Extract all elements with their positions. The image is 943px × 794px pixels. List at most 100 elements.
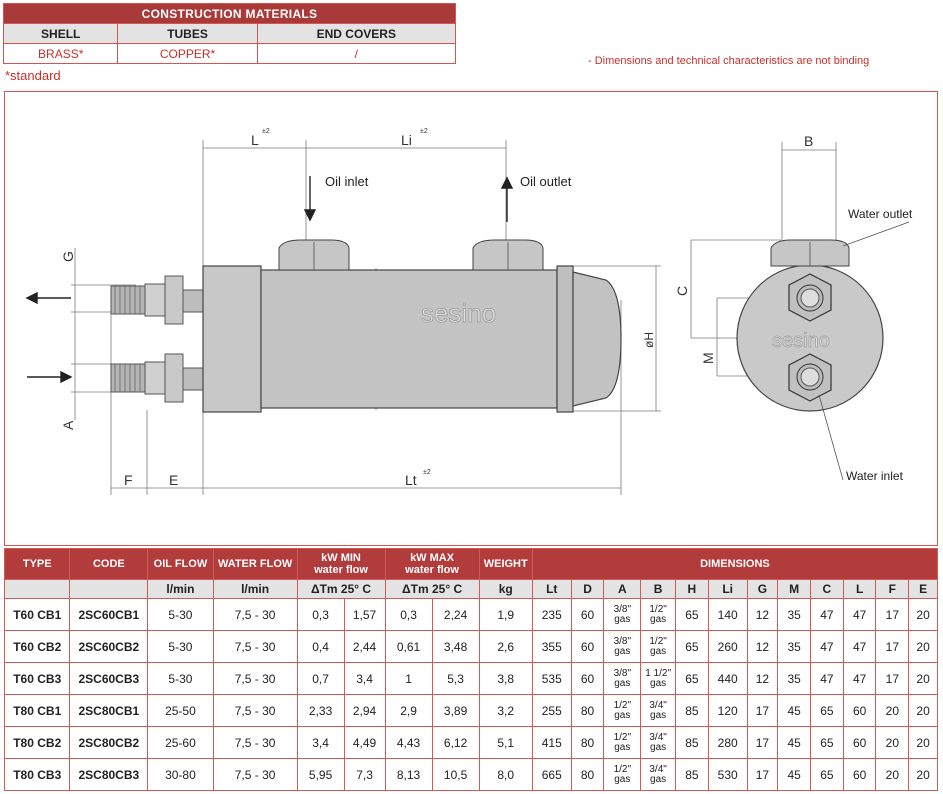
cell-E: 20 (908, 758, 938, 791)
cell-B-size: 3/4" (649, 731, 667, 743)
cell-D: 80 (570, 694, 605, 727)
dim-col-Lt: Lt (531, 579, 572, 599)
cell-A-size: 1/2" (613, 699, 632, 711)
cell-oil: 5-30 (147, 662, 214, 695)
cell-code: 2SC60CB1 (69, 598, 149, 631)
cell-Li: 140 (707, 598, 748, 631)
cell-type: T60 CB2 (3, 630, 71, 663)
cell-M: 35 (777, 662, 812, 695)
cell-G: 17 (746, 758, 779, 791)
cell-C: 65 (810, 726, 844, 759)
unit-kw-max: ΔTm 25° C (384, 579, 480, 599)
exchanger-side-view: sesino (110, 239, 622, 413)
cell-A: 1/2"gas (603, 758, 642, 791)
cell-L: 60 (842, 726, 877, 759)
cell-Li: 260 (707, 630, 748, 663)
cell-code: 2SC60CB2 (69, 630, 149, 663)
cell-kmin2: 4,49 (343, 726, 386, 759)
dim-col-H: H (675, 579, 709, 599)
cell-B-size: 3/4" (649, 699, 667, 711)
unit-kw-min: ΔTm 25° C (296, 579, 386, 599)
cell-A-unit: gas (614, 709, 631, 721)
unit-water-flow: l/min (212, 579, 298, 599)
unit-weight: kg (478, 579, 533, 599)
dim-label-A: A (60, 420, 76, 430)
cell-type: T80 CB2 (3, 726, 71, 759)
cell-B: 1/2"gas (640, 598, 676, 631)
dim-label-Li: Li (401, 132, 412, 148)
cell-G: 12 (746, 630, 779, 663)
cell-code: 2SC60CB3 (69, 662, 149, 695)
header-water-flow: WATER FLOW (212, 548, 298, 580)
cell-A: 3/8"gas (603, 598, 642, 631)
cell-G: 12 (746, 662, 779, 695)
materials-value-end-covers: / (256, 43, 457, 64)
cell-kmin1: 0,7 (296, 662, 345, 695)
cell-D: 60 (570, 598, 605, 631)
cell-weight: 5,1 (478, 726, 533, 759)
dim-tol-Lt: ±2 (423, 469, 431, 476)
cell-E: 20 (908, 598, 938, 631)
cell-weight: 2,6 (478, 630, 533, 663)
cell-A: 3/8"gas (603, 630, 642, 663)
cell-M: 35 (777, 598, 812, 631)
dim-label-Lt: Lt (405, 472, 417, 488)
cell-type: T80 CB3 (3, 758, 71, 791)
water-inlet-label: Water inlet (846, 469, 904, 483)
cell-E: 20 (908, 630, 938, 663)
cell-L: 60 (842, 694, 877, 727)
cell-water: 7,5 - 30 (212, 694, 298, 727)
cell-code: 2SC80CB2 (69, 726, 149, 759)
cell-M: 45 (777, 726, 812, 759)
dim-col-B: B (640, 579, 676, 599)
cell-water: 7,5 - 30 (212, 630, 298, 663)
dim-col-E: E (908, 579, 938, 599)
cell-B-unit: gas (650, 741, 667, 753)
cell-C: 47 (810, 662, 844, 695)
cell-water: 7,5 - 30 (212, 758, 298, 791)
cell-F: 20 (875, 694, 910, 727)
cell-B-size: 1 1/2" (645, 667, 671, 679)
construction-materials-table: CONSTRUCTION MATERIALS SHELL TUBES END C… (2, 3, 457, 64)
cell-F: 17 (875, 662, 910, 695)
technical-drawing: L ±2 Li ±2 Lt ±2 F E B G A øD øH C M (25, 128, 913, 495)
materials-value-shell: BRASS* (2, 43, 119, 64)
header-type: TYPE (3, 548, 71, 580)
cell-G: 12 (746, 598, 779, 631)
dim-col-D: D (570, 579, 605, 599)
cell-weight: 8,0 (478, 758, 533, 791)
materials-value-tubes: COPPER* (117, 43, 258, 64)
oil-flow-arrows (303, 176, 514, 222)
standard-footnote: *standard (5, 68, 61, 83)
cell-kmin1: 5,95 (296, 758, 345, 791)
cell-Li: 530 (707, 758, 748, 791)
cell-kmax1: 2,9 (384, 694, 433, 727)
cell-A-unit: gas (614, 613, 631, 625)
cell-weight: 3,2 (478, 694, 533, 727)
cell-C: 65 (810, 694, 844, 727)
brand-watermark-front: sesino (772, 330, 830, 352)
cell-E: 20 (908, 662, 938, 695)
cell-C: 47 (810, 630, 844, 663)
cell-C: 65 (810, 758, 844, 791)
dim-col-M: M (777, 579, 812, 599)
cell-E: 20 (908, 694, 938, 727)
cell-H: 65 (675, 598, 709, 631)
oil-outlet-label: Oil outlet (520, 174, 572, 189)
cell-B-unit: gas (650, 645, 667, 657)
dim-label-L: L (251, 132, 259, 148)
cell-oil: 25-50 (147, 694, 214, 727)
unit-type (3, 579, 71, 599)
header-dimensions: DIMENSIONS (531, 548, 939, 580)
materials-header-tubes: TUBES (117, 23, 258, 44)
cell-D: 60 (570, 630, 605, 663)
header-oil-flow: OIL FLOW (147, 548, 214, 580)
cell-type: T80 CB1 (3, 694, 71, 727)
cell-kmax1: 0,61 (384, 630, 433, 663)
cell-Lt: 665 (531, 758, 572, 791)
cell-oil: 5-30 (147, 598, 214, 631)
